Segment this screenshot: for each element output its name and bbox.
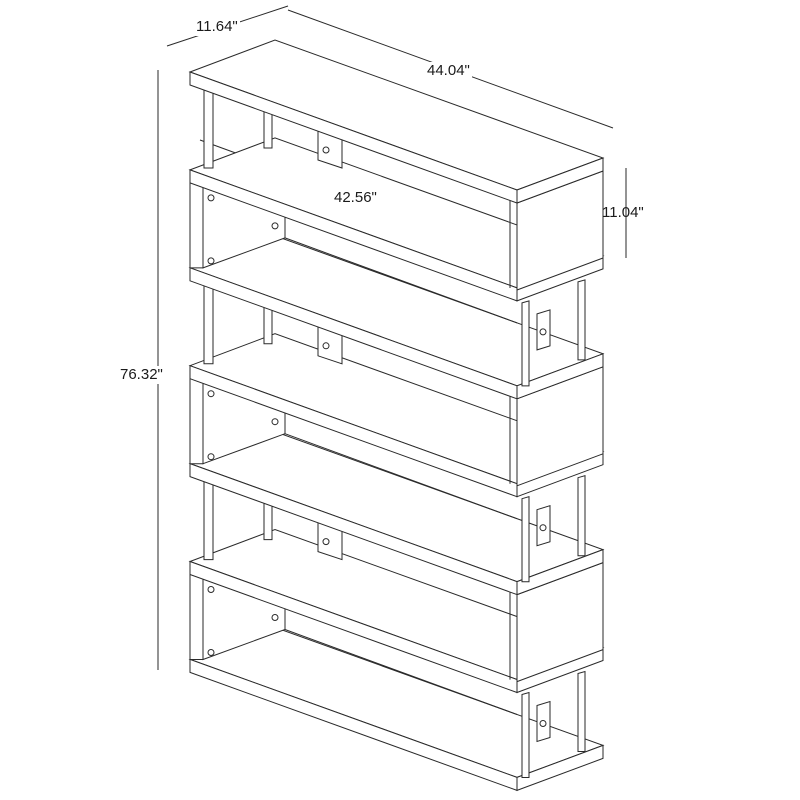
screw-hole bbox=[271, 614, 279, 621]
overall-height-label: 76.32" bbox=[118, 366, 165, 384]
back-edge bbox=[284, 237, 518, 324]
screw-hole bbox=[207, 453, 215, 461]
support-post bbox=[203, 473, 214, 561]
shelf-structure bbox=[188, 39, 605, 792]
support-post bbox=[577, 475, 586, 557]
screw-hole bbox=[322, 538, 330, 546]
screw-hole bbox=[322, 342, 330, 350]
side-panel bbox=[189, 570, 204, 660]
support-post bbox=[521, 691, 530, 778]
side-panel bbox=[189, 375, 204, 465]
support-post bbox=[577, 670, 586, 752]
support-post bbox=[203, 82, 214, 169]
screw-hole bbox=[207, 649, 215, 656]
shelf-board-side bbox=[516, 548, 604, 596]
support-post bbox=[577, 279, 586, 361]
screw-hole bbox=[539, 720, 547, 727]
overall-width-label: 44.04" bbox=[425, 62, 472, 80]
inner-width-label: 42.56" bbox=[332, 189, 379, 207]
screw-hole bbox=[539, 524, 547, 532]
screw-hole bbox=[271, 222, 279, 230]
shelf-board-side bbox=[516, 353, 604, 400]
screw-hole bbox=[271, 418, 279, 426]
support-post bbox=[521, 300, 530, 387]
depth-label: 11.64" bbox=[194, 18, 240, 36]
support-post bbox=[521, 496, 530, 583]
back-edge bbox=[284, 629, 518, 715]
screw-hole bbox=[207, 390, 215, 398]
screw-hole bbox=[207, 194, 215, 202]
screw-hole bbox=[207, 586, 215, 593]
shelf-board-side bbox=[516, 744, 604, 792]
back-edge bbox=[284, 433, 518, 520]
shelf-height-label: 11.04" bbox=[602, 204, 644, 221]
screw-hole bbox=[207, 257, 215, 265]
screw-hole bbox=[322, 146, 330, 154]
shelf-board-side bbox=[516, 157, 604, 204]
support-post bbox=[203, 278, 214, 365]
screw-hole bbox=[539, 328, 547, 336]
side-panel bbox=[189, 179, 204, 269]
